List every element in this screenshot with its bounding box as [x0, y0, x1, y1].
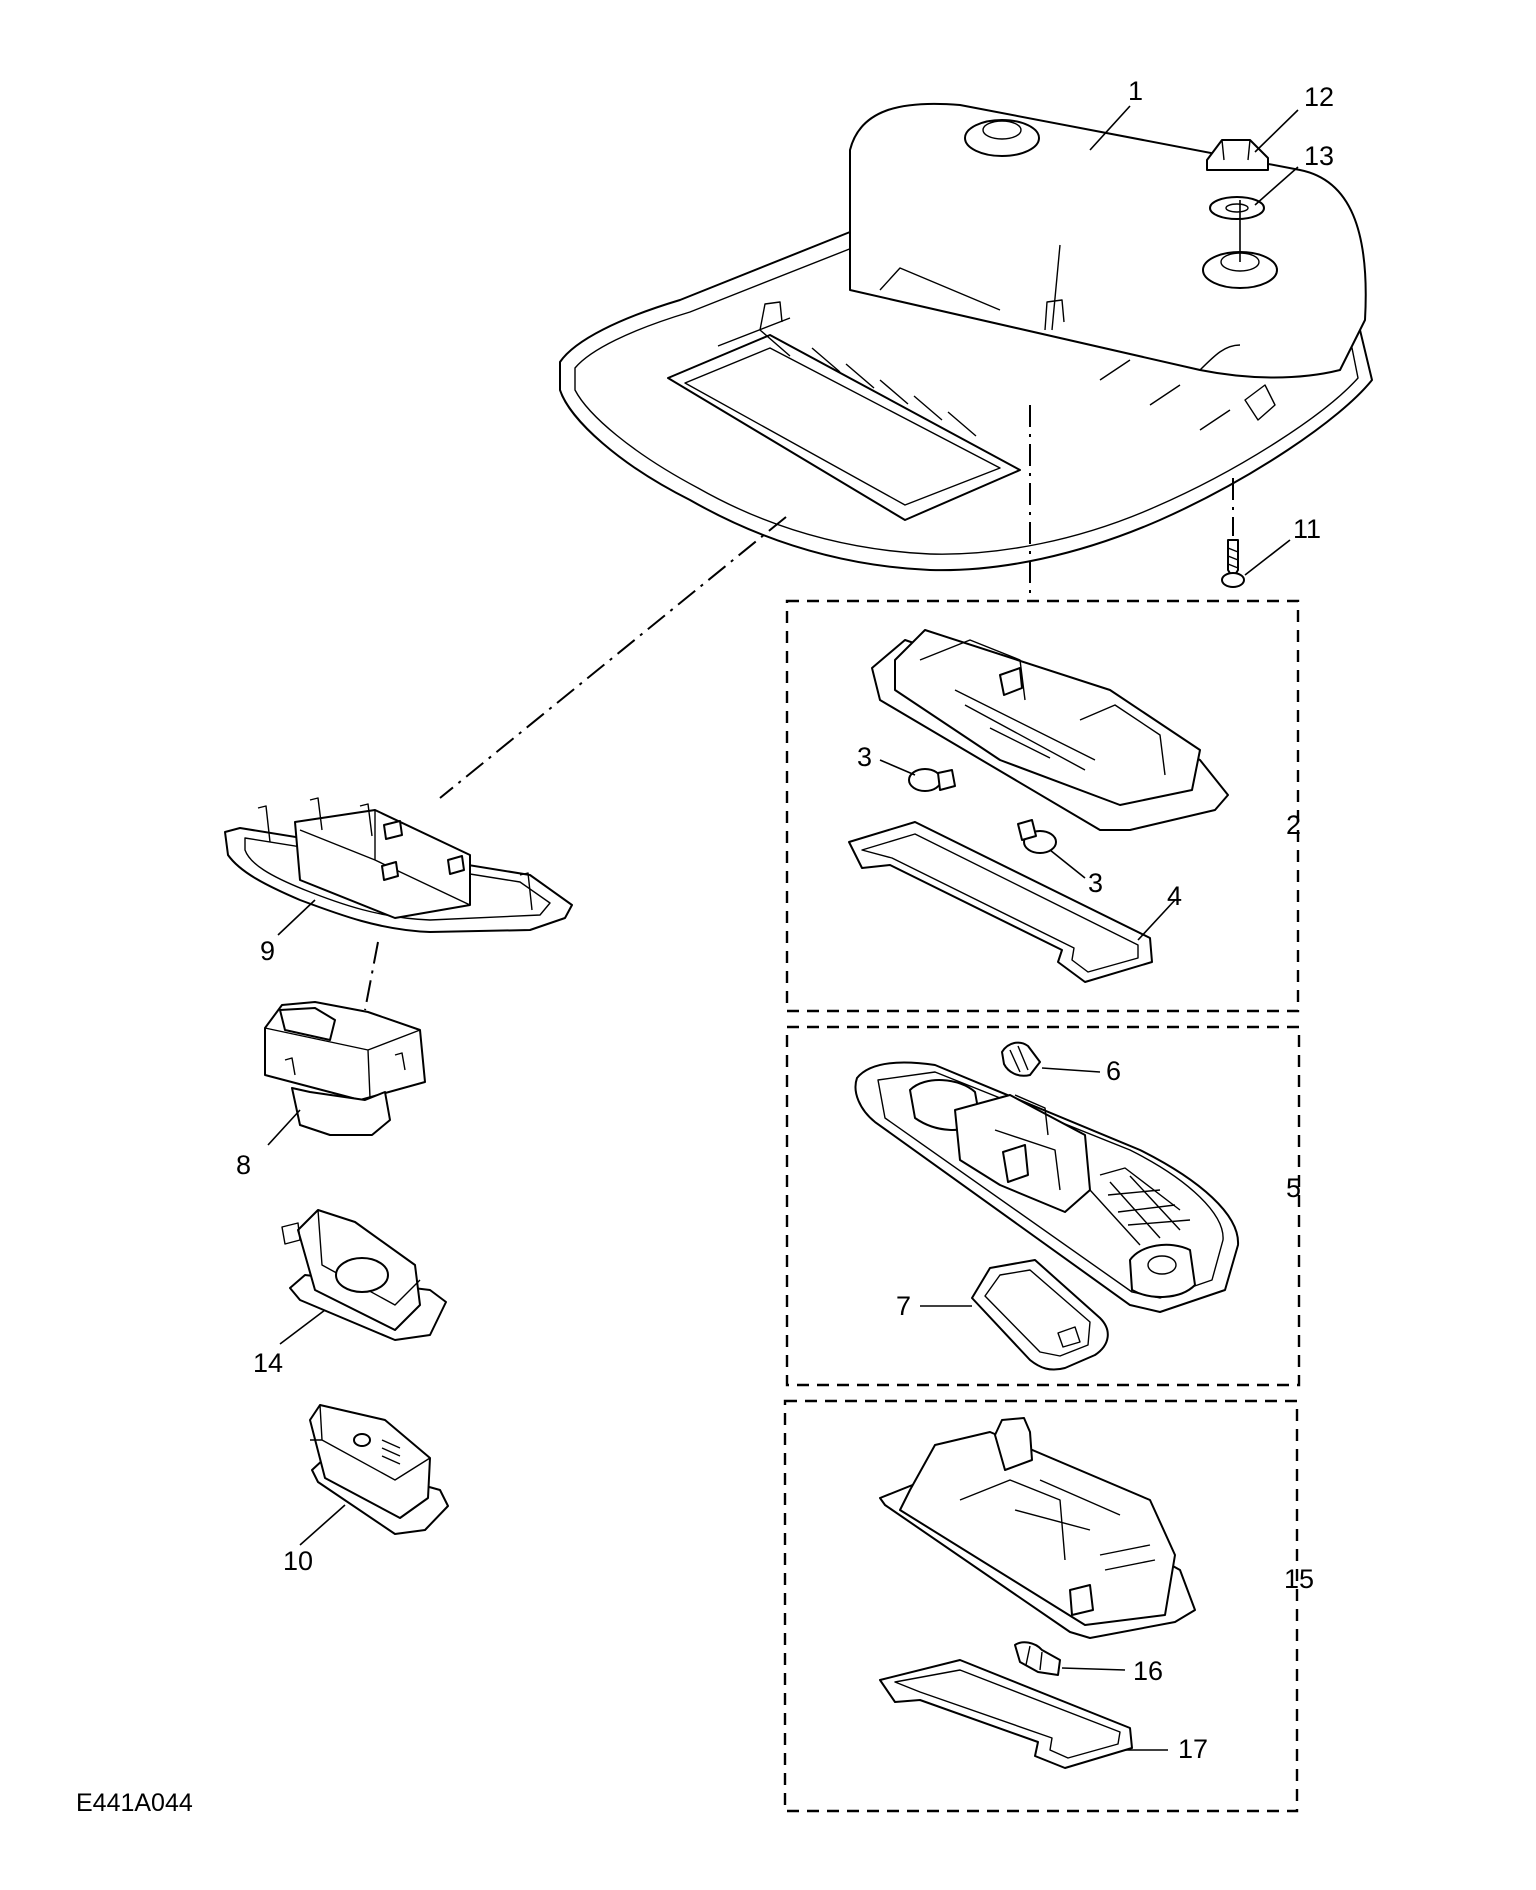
assembly-line-9-to-8: [364, 941, 379, 1011]
callout-1: 1: [1128, 76, 1143, 106]
callout-2: 2: [1286, 810, 1301, 840]
part-12-clip: [1206, 139, 1269, 171]
leader-6: [1041, 1067, 1101, 1073]
callout-10: 10: [283, 1546, 313, 1576]
part-2-map-lamp-assembly: [871, 629, 1229, 831]
callout-17: 17: [1178, 1734, 1208, 1764]
group-box-5: [785, 1025, 1301, 1387]
leader-14: [279, 1309, 326, 1345]
part-4-lens: [848, 821, 1153, 983]
assembly-line-1-to-9: [439, 516, 787, 799]
part-5-lamp-assembly: [854, 1061, 1240, 1313]
callout-3a: 3: [857, 742, 872, 772]
leader-lines: [267, 105, 1299, 1751]
leader-16: [1061, 1667, 1126, 1671]
part-16-bulb: [1014, 1641, 1061, 1676]
part-10-lamp: [309, 1404, 449, 1535]
callout-12: 12: [1304, 82, 1334, 112]
callout-15: 15: [1284, 1564, 1314, 1594]
callout-14: 14: [253, 1348, 283, 1378]
leader-10: [299, 1504, 346, 1546]
leader-11: [1244, 539, 1291, 576]
callout-6: 6: [1106, 1056, 1121, 1086]
leader-4: [1137, 899, 1176, 941]
callout-16: 16: [1133, 1656, 1163, 1686]
callout-labels: 1 12 13 11 2 3 3 4 5 6 7 8 9 14 10 15 16…: [236, 76, 1334, 1764]
part-3-bulb-a: [908, 768, 956, 792]
part-11-screw: [1221, 539, 1245, 588]
part-3-bulb-b: [1017, 819, 1057, 854]
group-box-2: [785, 599, 1300, 1013]
part-14-lamp: [281, 1209, 447, 1341]
callout-3b: 3: [1088, 868, 1103, 898]
part-15-courtesy-lamp: [879, 1417, 1196, 1639]
callout-9: 9: [260, 936, 275, 966]
callout-13: 13: [1304, 141, 1334, 171]
callout-5: 5: [1286, 1173, 1301, 1203]
leader-1: [1089, 105, 1131, 151]
leader-13: [1254, 166, 1299, 206]
leader-9: [277, 899, 316, 936]
figure-code: E441A044: [76, 1789, 193, 1817]
part-9-bezel: [224, 797, 573, 933]
part-7-lens: [971, 1259, 1109, 1371]
part-6-bulb: [1001, 1041, 1041, 1077]
leader-8: [267, 1109, 301, 1146]
callout-11: 11: [1293, 514, 1321, 544]
part-8-switch: [264, 1001, 426, 1136]
leader-12: [1254, 109, 1299, 153]
callout-4: 4: [1167, 881, 1182, 911]
part-17-lens: [879, 1659, 1133, 1769]
callout-7: 7: [896, 1291, 911, 1321]
part-1-overhead-console-housing: [559, 102, 1373, 572]
leader-3a: [879, 759, 916, 776]
part-13-washer: [1209, 196, 1265, 220]
callout-8: 8: [236, 1150, 251, 1180]
leader-3b: [1049, 849, 1086, 879]
